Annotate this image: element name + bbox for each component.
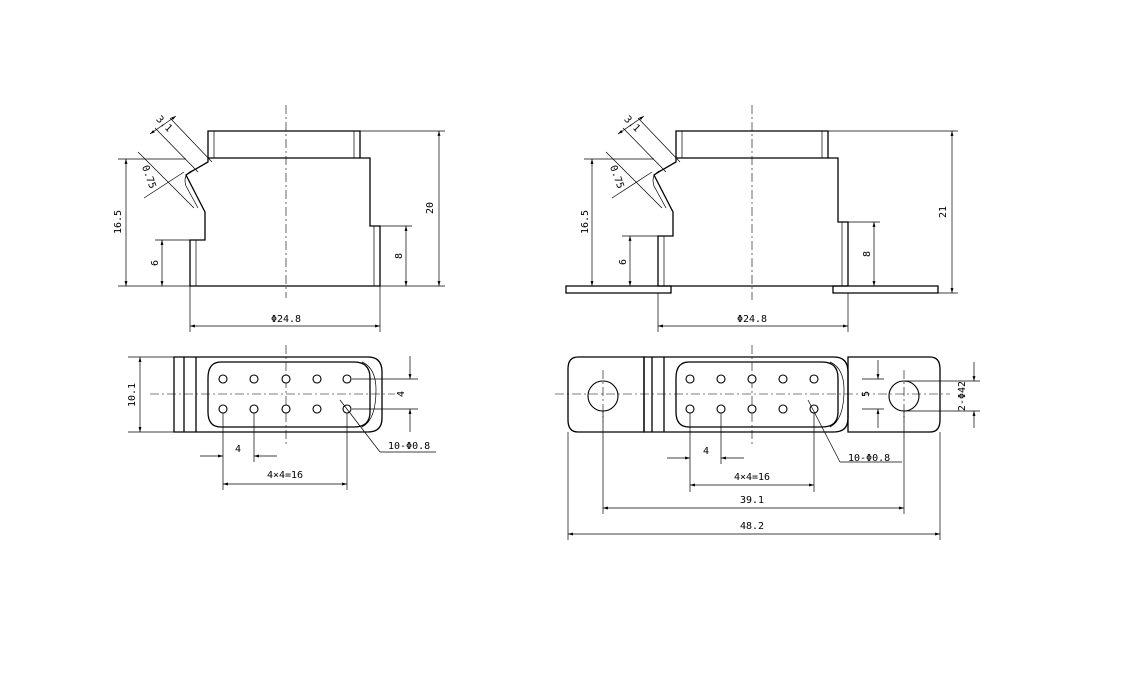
pin-hole <box>249 404 259 414</box>
left-top-insulator-outline <box>207 361 371 428</box>
right-top-view: 5 2-Φ42 10-Φ0.8 4 4×4=16 39.1 48.2 <box>555 345 980 540</box>
dim-left-step-label: 6 <box>618 259 629 265</box>
dim-pin-span-label: 4×4=16 <box>734 472 770 483</box>
pin-hole <box>249 374 259 384</box>
dim-left-height-label: 16.5 <box>580 210 591 234</box>
dim-hole-spacing-label: 39.1 <box>740 495 764 506</box>
pin-callout-label: 10-Φ0.8 <box>388 441 430 452</box>
dim-thickness-label: 0.75 <box>607 164 626 190</box>
right-front-view: 21 8 16.5 6 3.1 0.75 Φ24.8 <box>565 105 958 332</box>
dim-pitch-label: 4 <box>235 444 241 455</box>
angled-ext-line <box>637 117 681 163</box>
pin-hole <box>747 374 757 384</box>
pin-hole <box>716 374 726 384</box>
right-top-right-ear <box>847 356 941 433</box>
right-top-inner-curve <box>829 361 845 428</box>
dim-angle-width-label: 3.1 <box>153 114 174 135</box>
dim-left-step-label: 6 <box>150 260 161 266</box>
dim-angle-width-label: 3.1 <box>621 114 642 135</box>
left-front-hook-curve <box>184 169 199 209</box>
pin-hole <box>809 374 819 384</box>
right-front-left-flange <box>565 285 672 294</box>
right-front-right-flange <box>832 285 939 294</box>
left-pin-holes <box>218 374 352 414</box>
dim-right-step-label: 8 <box>394 253 405 259</box>
dim-right-step-label: 8 <box>862 251 873 257</box>
right-top-left-ear <box>567 356 645 433</box>
dim-line-angle-width <box>617 115 645 135</box>
dim-total-height-label: 21 <box>938 206 949 218</box>
pin-hole <box>778 374 788 384</box>
pin-callout-label: 10-Φ0.8 <box>848 453 890 464</box>
dim-pin-span-label: 4×4=16 <box>267 470 303 481</box>
pin-hole <box>747 404 757 414</box>
dim-overall-label: 48.2 <box>740 521 764 532</box>
dim-left-height-label: 16.5 <box>113 210 124 234</box>
pin-hole <box>218 374 228 384</box>
pin-hole <box>312 374 322 384</box>
pin-hole <box>218 404 228 414</box>
pin-hole <box>342 374 352 384</box>
pin-hole <box>685 374 695 384</box>
callout-leader <box>807 399 841 463</box>
left-top-body-outline <box>173 356 383 433</box>
right-front-hook-curve <box>652 169 667 209</box>
angled-ext-line <box>154 127 199 173</box>
pin-hole <box>281 374 291 384</box>
pin-hole <box>716 404 726 414</box>
dim-line-thickness <box>143 171 185 199</box>
left-front-view: 20 8 16.5 6 3.1 0.75 Φ24.8 <box>113 105 445 332</box>
dim-total-height-label: 20 <box>425 202 436 214</box>
right-top-body-outline <box>643 356 849 433</box>
angled-ext-line <box>605 151 663 209</box>
pin-hole <box>312 404 322 414</box>
right-front-body-outline <box>653 130 849 287</box>
left-top-view: 10.1 4 10-Φ0.8 4 4×4=16 <box>127 345 436 490</box>
pin-hole <box>281 404 291 414</box>
dim-diameter-label: Φ24.8 <box>271 314 301 325</box>
pin-hole <box>778 404 788 414</box>
dim-row-spacing-label: 4 <box>396 391 407 397</box>
angled-ext-line <box>169 117 213 163</box>
angled-ext-line <box>622 127 667 173</box>
dim-line-angle-width <box>149 115 177 135</box>
angled-ext-line <box>137 151 195 209</box>
left-top-inner-curve <box>361 361 377 428</box>
dim-width-label: 10.1 <box>127 383 138 407</box>
dim-diameter-label: Φ24.8 <box>737 314 767 325</box>
dim-line-thickness <box>611 171 653 199</box>
dim-pitch-label: 4 <box>703 446 709 457</box>
dim-row-spacing-label: 5 <box>861 391 872 397</box>
dim-thickness-label: 0.75 <box>139 164 158 190</box>
dim-mount-holes-label: 2-Φ42 <box>957 381 968 411</box>
pin-hole <box>685 404 695 414</box>
left-front-body-outline <box>185 130 381 287</box>
callout-leader <box>339 399 381 453</box>
